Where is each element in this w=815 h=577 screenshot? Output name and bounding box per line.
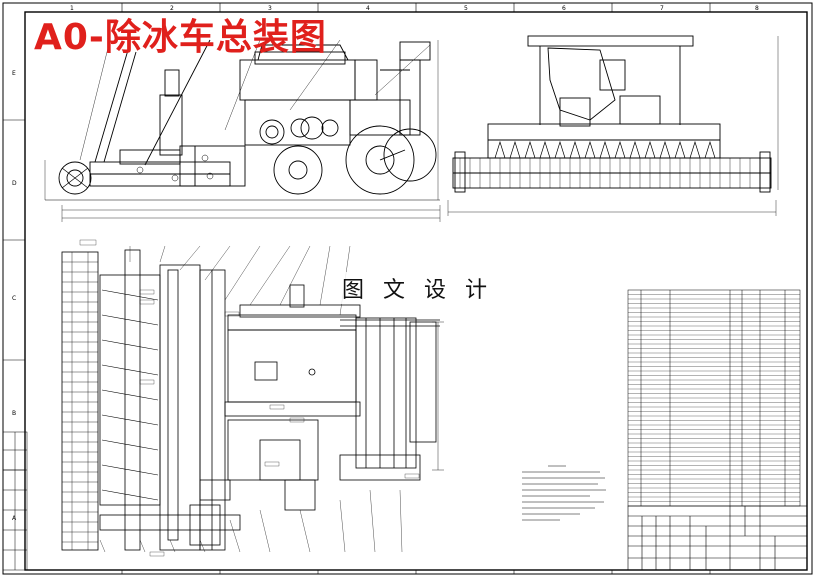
front-cutter-teeth [494,140,716,159]
zone-label-side-a: A [12,515,17,522]
drive-wheel-right [345,125,415,195]
right-wheel-frame [355,317,417,469]
side-view [44,39,441,222]
zone-labels: 1 2 3 4 5 6 7 8 E D C B A [12,5,759,522]
watermark-text: 图 文 设 计 [340,272,495,304]
drawing-title: A0-除冰车总装图 [34,17,327,58]
zone-label-top-4: 4 [366,5,370,12]
zone-label-top-5: 5 [464,5,468,12]
title-block [627,505,808,571]
zone-label-side-b: B [12,410,16,417]
zone-label-top-1: 1 [70,5,74,12]
front-view [447,35,779,216]
zone-label-top-6: 6 [562,5,566,12]
front-cutter-roller [58,161,92,195]
zone-label-top-7: 7 [660,5,664,12]
rear-wheel [383,128,437,182]
left-revision-block [2,431,28,571]
top-cross-frame [527,35,694,47]
parts-list-table [627,289,801,507]
zone-label-side-e: E [12,70,16,77]
zone-label-side-c: C [12,295,16,302]
left-rotor [61,251,99,551]
drive-wheel-left [273,145,323,195]
technical-notes [522,465,606,521]
plan-view [61,239,444,557]
zone-label-side-d: D [12,180,17,187]
zone-label-top-8: 8 [755,5,759,12]
zone-label-top-2: 2 [170,5,174,12]
zone-label-top-3: 3 [268,5,272,12]
